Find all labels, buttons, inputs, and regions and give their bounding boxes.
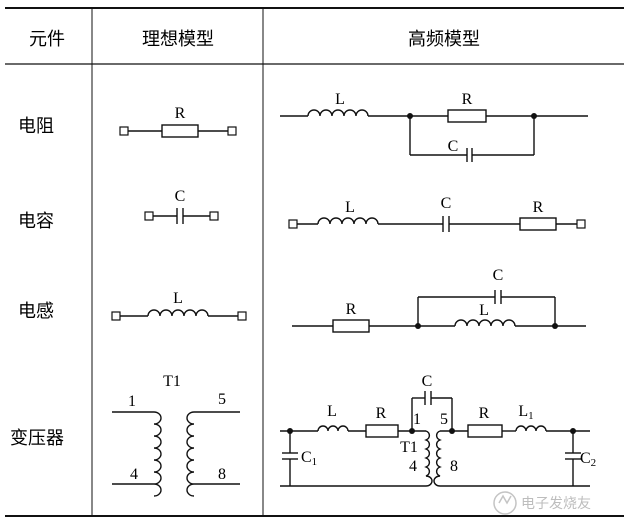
inductor-coil [147,309,209,317]
header-component: 元件 [29,29,65,50]
hf-capacitor-label: C [448,138,459,155]
hf-resistor-circuit: L R C [280,91,588,162]
pin-4-label: 4 [130,466,138,483]
hf-capacitor-label: C [493,267,504,284]
hf-capacitor-circuit: L C R [288,195,586,232]
header-high-frequency-model: 高频模型 [408,29,480,50]
row-label-inductor: 电感 [18,301,54,322]
hf-inductor-label: L [327,403,337,420]
secondary-winding-coil [433,430,442,487]
hf-resistor-label: R [346,301,357,318]
ideal-transformer-symbol: T1 1 5 4 8 [112,373,240,497]
ideal-inductor-symbol: L [111,290,247,321]
hf-inductor-label: L [335,91,345,108]
row-label-transformer: 变压器 [10,428,64,449]
watermark-logo: 电子发烧友 [493,491,591,515]
pin-5-label: 5 [218,391,226,408]
watermark-text: 电子发烧友 [521,496,591,512]
pin-1-label: 1 [128,393,136,410]
pin-8-label: 8 [450,458,458,475]
ideal-resistor-symbol: R [119,105,237,138]
transformer-label: T1 [163,373,181,390]
primary-winding-coil [153,411,162,497]
hf-inductor-label: L [345,199,355,216]
hf-resistor-label: R [462,91,473,108]
capacitor-label: C [175,188,186,205]
pin-5-label: 5 [440,411,448,428]
hf-capacitor-label: C [441,195,452,212]
ideal-capacitor-symbol: C [144,188,219,224]
inductor-coil [454,319,516,327]
inductor-coil [515,425,547,432]
pin-1-label: 1 [413,411,421,428]
c1-label: C1 [301,449,317,468]
inductor-coil [317,425,349,432]
hf-resistor-label: R [533,199,544,216]
resistor-label: R [175,105,186,122]
secondary-winding-coil [186,411,195,497]
pin-8-label: 8 [218,466,226,483]
hf-transformer-circuit: L R C 1 5 T1 4 8 R L1 C1 C2 [280,373,596,487]
c2-label: C2 [580,450,596,469]
hf-capacitor-label: C [422,373,433,390]
hf-resistor-label: R [479,405,490,422]
row-label-capacitor: 电容 [18,211,54,232]
pin-4-label: 4 [409,458,417,475]
header-ideal-model: 理想模型 [142,29,214,50]
transformer-label: T1 [400,439,418,456]
inductor-coil [317,217,379,225]
hf-inductor-label: L [479,302,489,319]
row-label-resistor: 电阻 [18,116,54,137]
primary-winding-coil [424,430,433,487]
inductor-label: L [173,290,183,307]
inductor-coil [307,109,369,117]
hf-resistor-label: R [376,405,387,422]
hf-inductor-circuit: R L C [292,267,586,333]
l1-label: L1 [518,403,533,422]
